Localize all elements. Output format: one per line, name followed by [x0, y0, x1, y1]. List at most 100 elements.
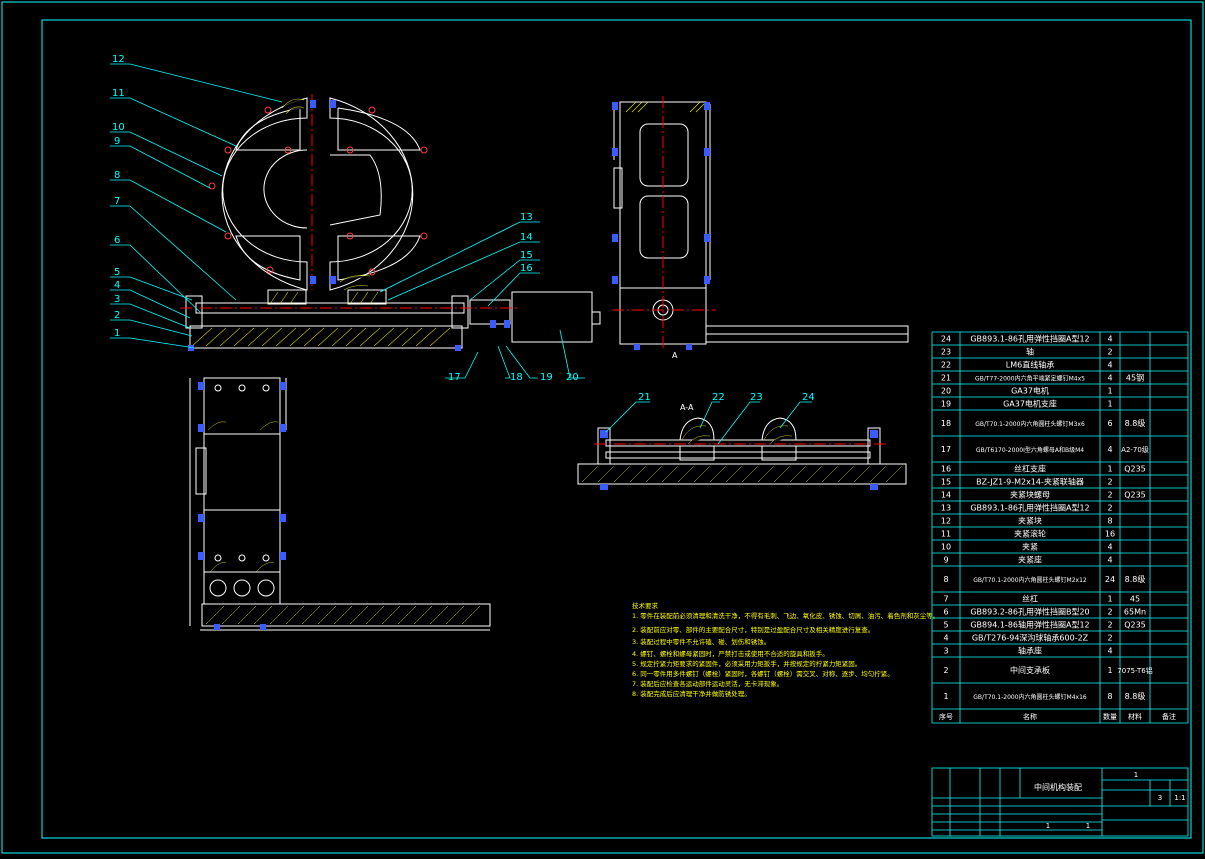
callout-11: 11: [112, 88, 125, 99]
bom-cell-material: Q235: [1124, 621, 1146, 630]
bom-header-name: 名称: [1023, 712, 1037, 721]
notes-heading: 技术要求: [632, 601, 659, 610]
bom-cell-material: Q235: [1124, 465, 1146, 474]
front-callout-labels: 12 11 10 9 8 7 6 5 4 3 2 1 13 14 15 16 1…: [112, 54, 579, 383]
bom-cell-qty: 16: [1105, 530, 1115, 539]
section-label: A-A: [680, 403, 694, 412]
motor-body: [511, 291, 593, 343]
bom-cell-qty: 6: [1107, 419, 1112, 428]
bom-cell-qty: 4: [1107, 556, 1112, 565]
bom-header-no: 序号: [939, 712, 953, 721]
bom-cell-no: 19: [941, 400, 951, 409]
bom-cell-name: 夹紧座: [1018, 555, 1042, 565]
callout-6: 6: [114, 235, 120, 246]
bom-table: [931, 331, 1189, 724]
bom-cell-qty: 2: [1107, 348, 1112, 357]
bom-cell-name: GB893.1-86孔用弹性挡圈A型12: [970, 334, 1089, 344]
bom-cell-name: GB893.2-86孔用弹性挡圈B型20: [970, 607, 1089, 617]
note-line: 2. 装配前应对零、部件的主要配合尺寸，特别是过盈配合尺寸及相关精度进行复查。: [632, 625, 874, 634]
bom-cell-no: 18: [941, 419, 951, 428]
bom-cell-no: 14: [941, 491, 951, 500]
bom-cell-name: 丝杠支座: [1014, 464, 1046, 474]
bom-cell-name: GB/T70.1-2000内六角圆柱头螺钉M2x12: [973, 576, 1087, 584]
bom-cell-no: 1: [943, 692, 948, 701]
top-hatch: [205, 421, 481, 625]
top-fasteners: [198, 382, 286, 630]
front-slider-left: [267, 289, 307, 305]
callout-5: 5: [114, 267, 120, 278]
note-line: 7. 装配后应检查各运动部件运动灵活，无卡滞现象。: [632, 679, 783, 688]
note-line: 4. 螺钉、螺栓和螺母紧固时，严禁打击或使用不合适的旋具和扳手。: [632, 649, 829, 658]
drawing-name: 中间机构装配: [1034, 782, 1082, 792]
bom-cell-material: 8.8级: [1125, 574, 1146, 584]
bom-cell-qty: 2: [1107, 634, 1112, 643]
bom-cell-qty: 2: [1107, 504, 1112, 513]
bom-cell-material: 8.8级: [1125, 691, 1146, 701]
bom-cell-name: 夹紧块螺母: [1010, 490, 1050, 500]
bom-cell-name: 中间支承板: [1010, 665, 1050, 675]
bom-cell-material: 45: [1130, 595, 1140, 604]
title-block-text: 中间机构装配 1 3 1:1 1 1: [1034, 771, 1186, 830]
side-hatch: [625, 101, 707, 113]
bom-cell-no: 2: [943, 666, 948, 675]
bom-cell-qty: 1: [1107, 666, 1112, 675]
bom-cell-qty: 8: [1107, 517, 1112, 526]
bom-cell-qty: 2: [1107, 478, 1112, 487]
front-hatch: [191, 98, 451, 347]
callout-17: 17: [448, 372, 461, 383]
bom-cell-no: 22: [941, 361, 951, 370]
section-fasteners: [600, 430, 878, 490]
callout-10: 10: [112, 122, 125, 133]
front-bearing-block-right: [451, 295, 469, 329]
bom-cell-name: 轴承座: [1018, 646, 1042, 656]
bom-cell-qty: 2: [1107, 491, 1112, 500]
bom-cell-no: 24: [941, 335, 951, 344]
bom-cell-name: GB/T70.1-2000内六角圆柱头螺钉M3x6: [975, 420, 1085, 428]
bom-cell-no: 11: [941, 530, 951, 539]
clamp-left-half: [221, 97, 308, 291]
bom-cell-qty: 4: [1107, 543, 1112, 552]
callout-15: 15: [520, 250, 533, 261]
bom-cell-name: 夹紧滚轮: [1014, 529, 1046, 539]
callout-22: 22: [712, 392, 725, 403]
bom-cell-material: Q235: [1124, 491, 1146, 500]
bom-header-material: 材料: [1128, 712, 1142, 721]
clamp-left-window-top: [235, 107, 301, 151]
motor-cap: [591, 311, 601, 325]
clamp-right-window-top: [337, 107, 421, 151]
front-fasteners: [188, 100, 510, 351]
bom-cell-name: BZ-JZ1-9-M2x14-夹紧联轴器: [976, 477, 1084, 487]
bom-cell-name: GB894.1-86轴用弹性挡圈A型12: [970, 620, 1089, 630]
section-hatch: [581, 425, 903, 483]
technical-notes: 技术要求 1. 零件在装配前必须清理和清洗干净，不得有毛刺、飞边、氧化皮、锈蚀、…: [632, 601, 939, 698]
sheet-total: 1: [1046, 822, 1050, 830]
callout-20: 20: [566, 372, 579, 383]
bom-cell-qty: 1: [1107, 387, 1112, 396]
callout-7: 7: [114, 196, 120, 207]
bom-cell-no: 17: [941, 445, 951, 454]
bom-cell-no: 7: [943, 595, 948, 604]
bom-cell-name: GB/T6170-2000I型六角螺母A和B级M4: [976, 446, 1084, 454]
bom-cell-qty: 1: [1107, 400, 1112, 409]
bom-cell-no: 5: [943, 621, 948, 630]
clamp-left-inner: [263, 149, 308, 229]
bom-cell-material: A2-70级: [1121, 445, 1149, 454]
bom-cell-name: 夹紧块: [1018, 516, 1042, 526]
bom-cell-no: 21: [941, 374, 951, 383]
title-block: [931, 767, 1189, 837]
bom-header-note: 备注: [1162, 712, 1176, 721]
side-fasteners: [612, 102, 710, 350]
clamp-right-window-bottom: [337, 235, 421, 281]
bom-cell-qty: 4: [1107, 647, 1112, 656]
sheet-no: 1: [1086, 822, 1090, 830]
bom-cell-name: GB/T77-2000内六角平端紧定螺钉M4x5: [975, 375, 1085, 383]
front-bolt-holes: [208, 106, 428, 276]
bom-cell-name: 夹紧: [1022, 542, 1038, 552]
callout-16: 16: [520, 263, 533, 274]
section-labels: 21 22 23 24: [638, 392, 815, 403]
ratio-value: 3: [1158, 794, 1162, 802]
callout-21: 21: [638, 392, 651, 403]
front-support-plate: [189, 325, 463, 349]
